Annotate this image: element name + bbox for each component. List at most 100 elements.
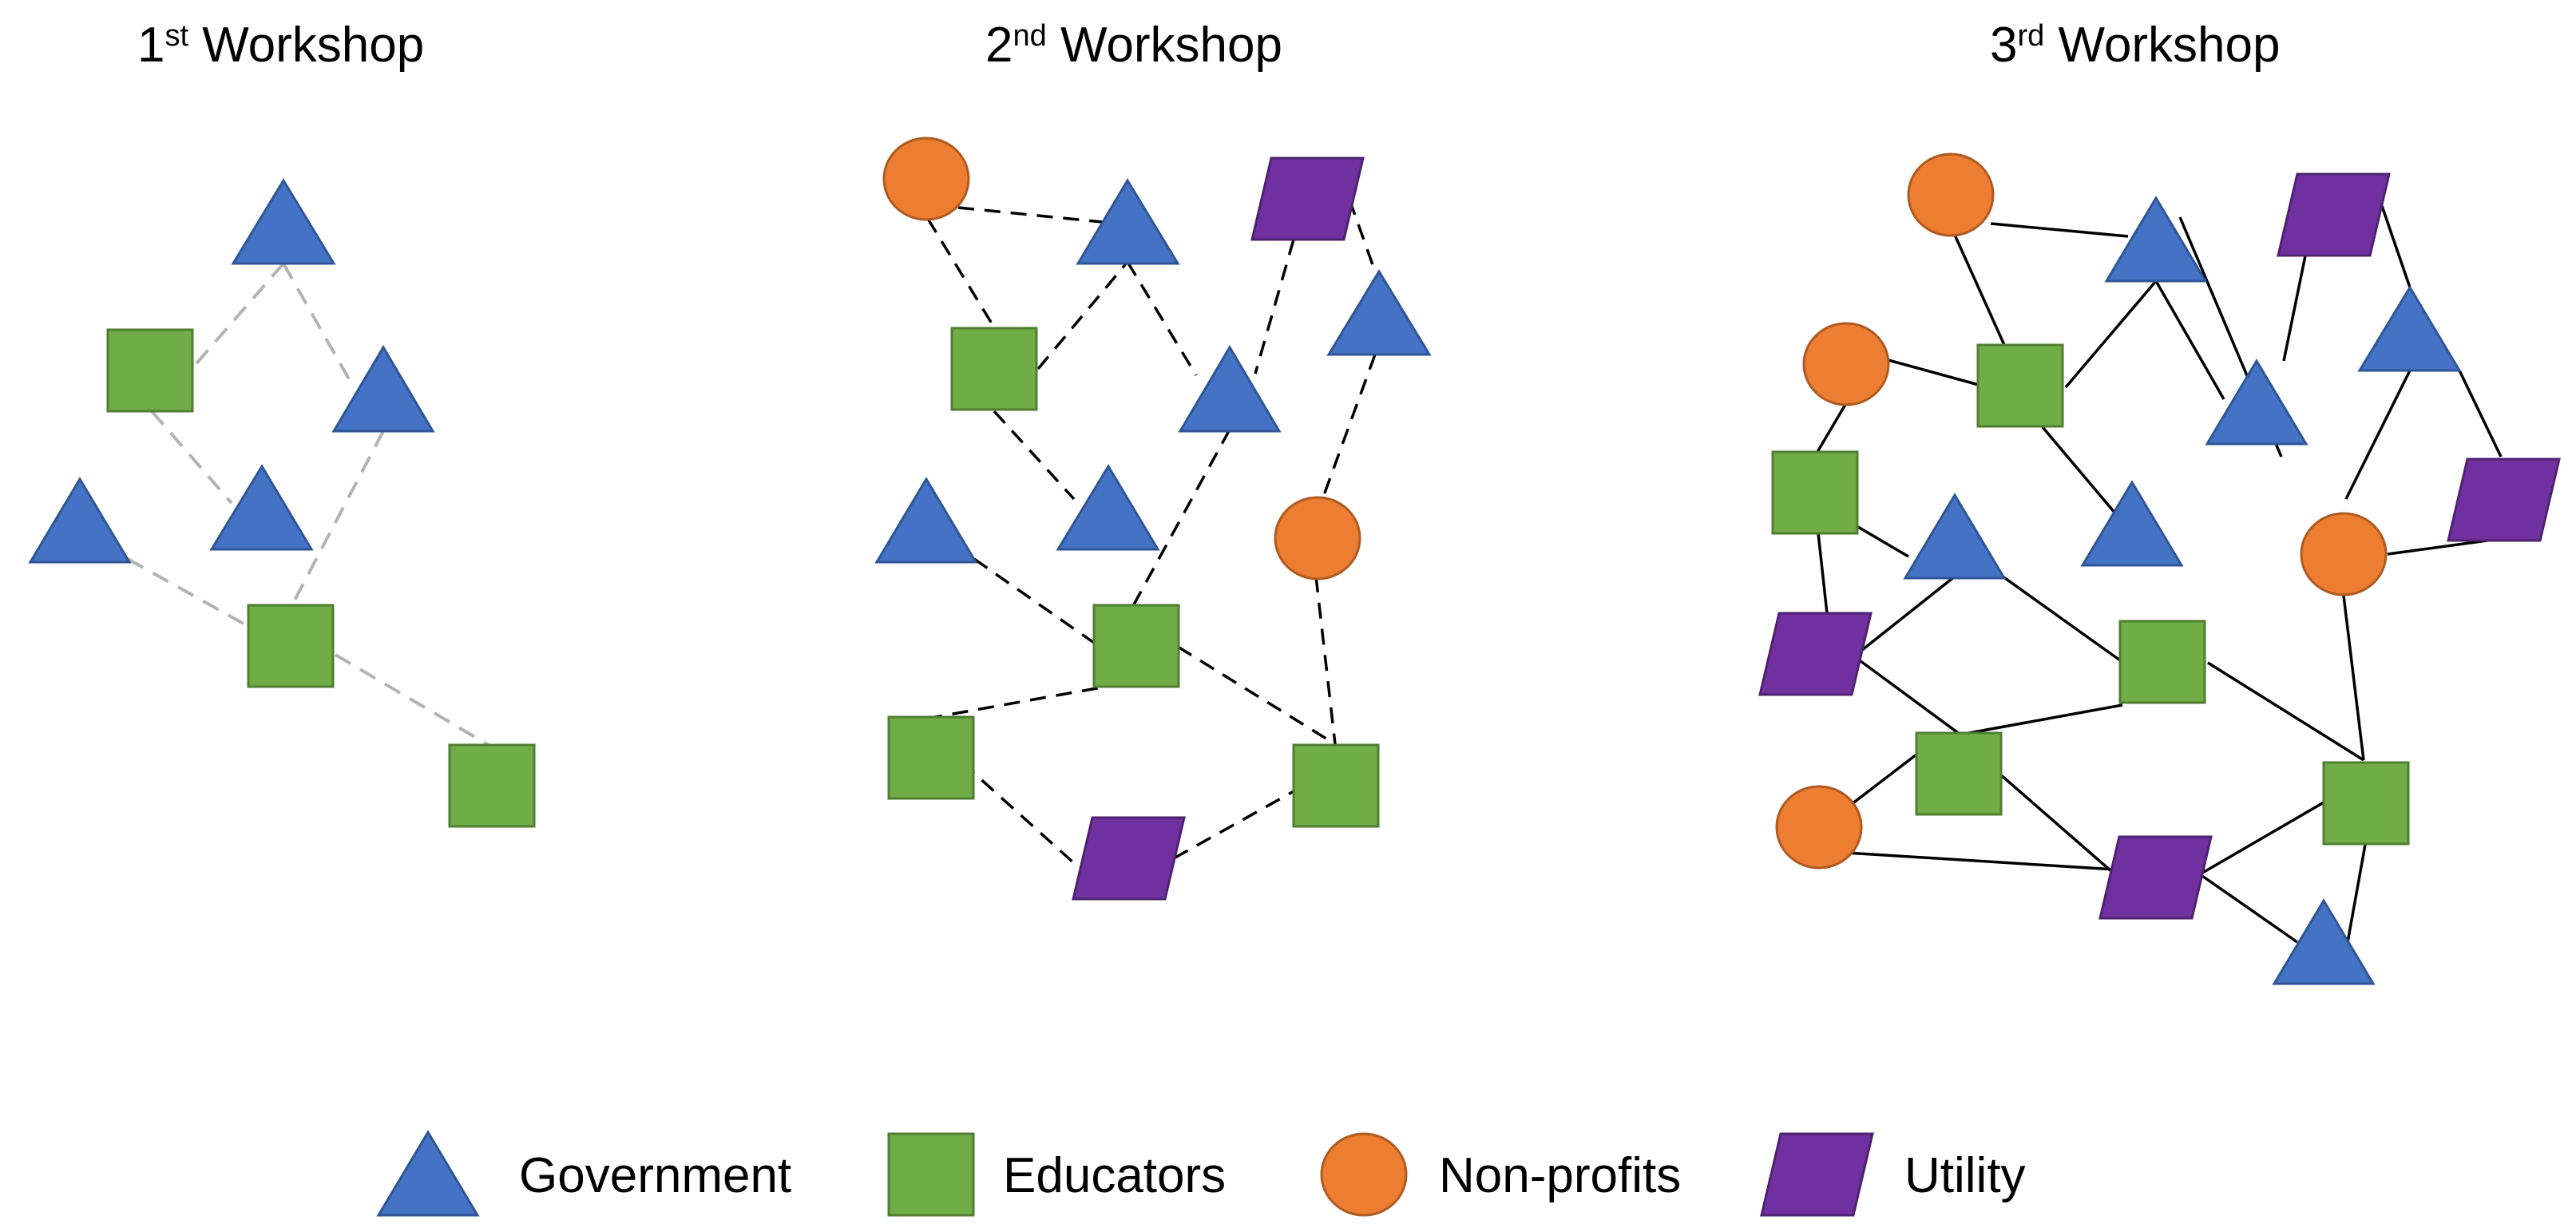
educators-node (1976, 343, 2064, 428)
edge (2198, 873, 2299, 944)
legend-item-government: Government (376, 1130, 791, 1217)
edge (1036, 260, 1129, 370)
government-node (1178, 345, 1282, 433)
edge (1126, 261, 1198, 376)
edge (1845, 851, 2129, 872)
edge (1314, 576, 1337, 745)
utility-node (1072, 816, 1186, 901)
government-node (2205, 359, 2308, 446)
utility-node (2098, 835, 2213, 920)
government-node (2357, 285, 2462, 372)
edge (993, 410, 1076, 501)
edge (1857, 525, 1909, 558)
edge (1990, 222, 2129, 238)
educators-node (1771, 450, 1859, 535)
edge (2380, 205, 2412, 288)
edge (2346, 844, 2367, 943)
legend: Government Educators Non-profits Utility (376, 1130, 2026, 1217)
educators-node (887, 715, 975, 800)
edge (1952, 232, 2006, 346)
edge (1177, 645, 1336, 746)
workshop-2-edges (925, 199, 1377, 872)
government-node (1076, 178, 1180, 265)
nonprofits-node (1907, 153, 1995, 237)
workshop-1-network (28, 178, 536, 828)
edge (2387, 538, 2494, 556)
edge (2064, 279, 2158, 389)
edge (190, 262, 285, 370)
legend-item-nonprofits: Non-profits (1320, 1132, 1681, 1217)
legend-item-utility: Utility (1760, 1132, 2026, 1217)
panel-title-2: 2nd Workshop (985, 18, 1282, 73)
educators-node (448, 743, 536, 828)
educators-node (247, 604, 335, 688)
panel-title-1: 1st Workshop (137, 18, 424, 73)
edge (1254, 239, 1295, 374)
nonprofits-node (882, 137, 970, 221)
utility-node (2277, 172, 2391, 257)
edge (973, 557, 1096, 644)
government-node (1326, 269, 1432, 356)
edge (150, 410, 233, 505)
government-node (1056, 464, 1160, 551)
workshop-3-nodes (1758, 153, 2561, 985)
government-node (209, 464, 314, 551)
nonprofits-node (2300, 512, 2388, 596)
edge (957, 206, 1103, 224)
legend-label-nonprofits: Non-profits (1439, 1148, 1681, 1203)
edge (1853, 575, 1956, 658)
workshop-3-edges (1816, 173, 2503, 944)
nonprofits-legend-icon (1320, 1132, 1408, 1217)
educators-legend-icon (887, 1132, 975, 1217)
educators-node (950, 327, 1038, 411)
edge (2001, 575, 2122, 662)
legend-label-educators: Educators (1003, 1148, 1226, 1203)
educators-node (106, 328, 194, 413)
legend-label-utility: Utility (1904, 1148, 2026, 1203)
edge (1884, 358, 1980, 386)
government-node (2104, 196, 2208, 283)
edge (2199, 801, 2324, 876)
government-node (2080, 480, 2184, 567)
edge (1816, 402, 1848, 453)
edge (127, 557, 250, 628)
panel-title-3: 3rd Workshop (1990, 18, 2280, 73)
edge (1132, 429, 1231, 605)
edge (1960, 703, 2123, 736)
utility-node (2447, 458, 2561, 542)
educators-node (2322, 761, 2410, 846)
educators-node (1915, 731, 2003, 816)
government-node (2272, 898, 2376, 985)
government-node (1903, 493, 2007, 580)
edge (1322, 354, 1377, 496)
edge (1817, 533, 1829, 614)
edge (1173, 789, 1296, 860)
edge (2207, 661, 2364, 762)
workshop-2-nodes (874, 137, 1432, 901)
edge (1348, 199, 1377, 272)
edge (926, 218, 996, 328)
educators-node (2118, 620, 2206, 704)
edge (334, 653, 493, 748)
government-node (28, 477, 132, 564)
educators-node (1292, 743, 1380, 828)
edge (2154, 280, 2225, 400)
government-node (231, 178, 336, 265)
workshop-2-network (874, 137, 1432, 901)
utility-legend-icon (1760, 1132, 1874, 1217)
legend-label-government: Government (519, 1148, 791, 1203)
edge (2342, 595, 2365, 761)
edge (925, 685, 1107, 720)
nonprofits-node (1775, 785, 1863, 870)
edge (282, 263, 353, 384)
edge (1999, 773, 2126, 884)
edge (287, 430, 385, 612)
workshop-3-network (1758, 153, 2561, 985)
nonprofits-node (1274, 496, 1361, 580)
educators-node (1092, 604, 1180, 688)
government-legend-icon (376, 1130, 480, 1217)
utility-node (1250, 156, 1365, 241)
utility-node (1758, 612, 1873, 696)
edge (2041, 426, 2122, 521)
